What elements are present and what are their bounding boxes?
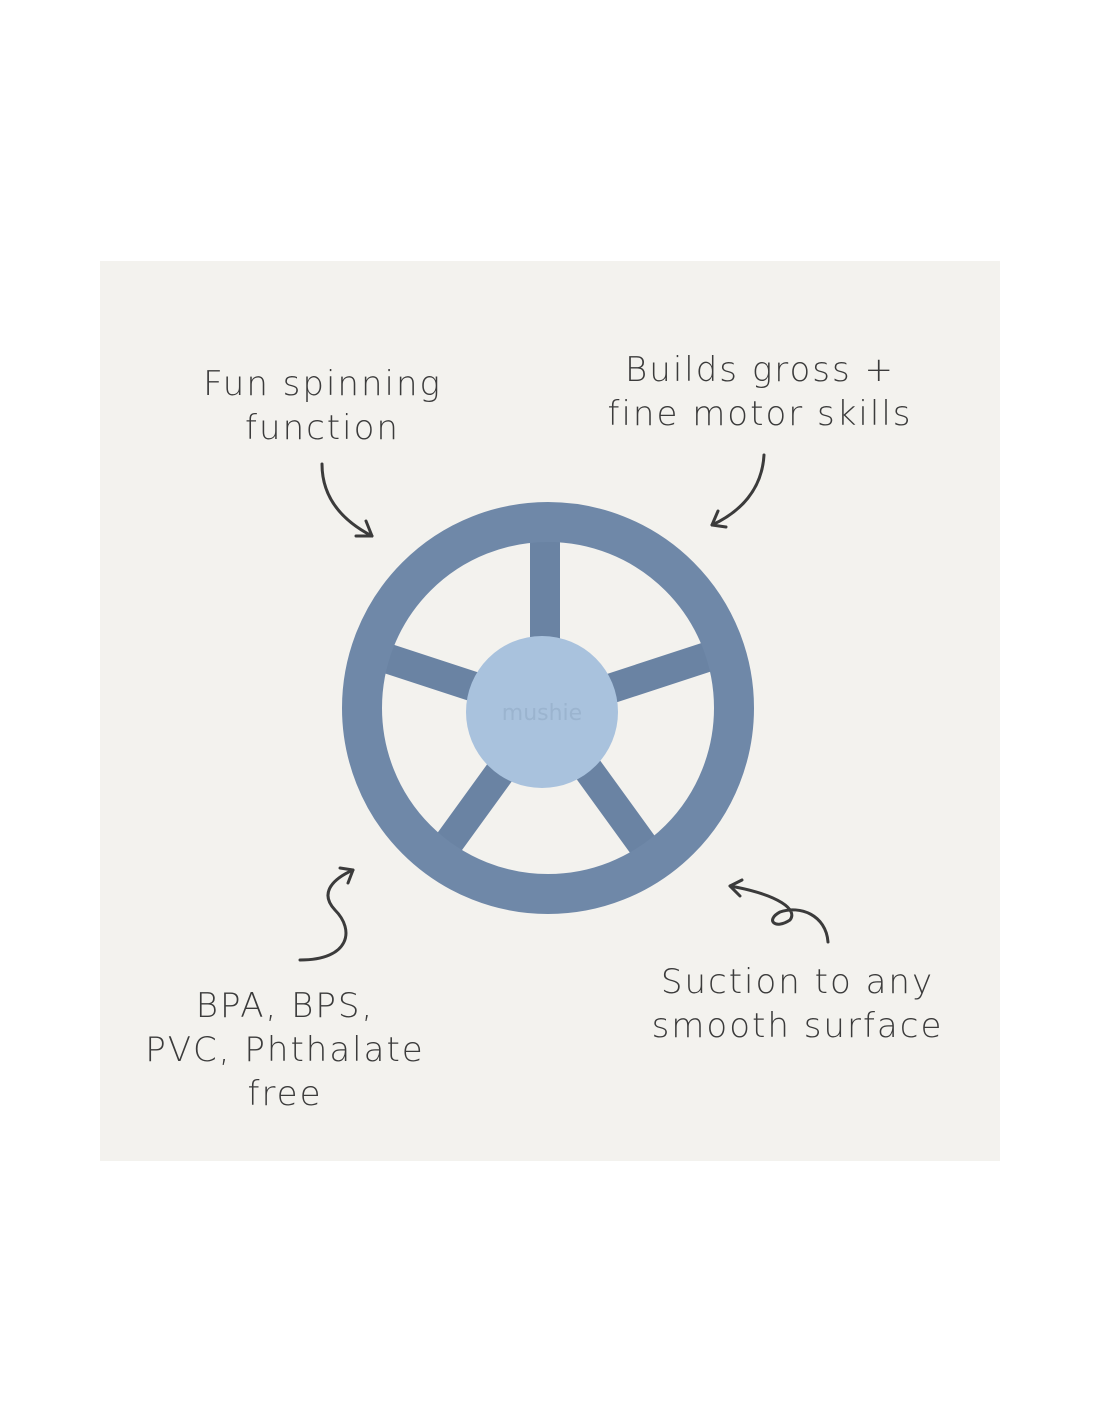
arrow-icon: [298, 866, 355, 962]
feature-text: Fun spinning: [203, 364, 442, 404]
feature-text: function: [245, 408, 400, 448]
feature-text: free: [247, 1074, 323, 1114]
brand-emboss: mushie: [502, 701, 582, 726]
arrow-icon: [320, 462, 374, 538]
feature-text: smooth surface: [651, 1006, 944, 1046]
feature-text: PVC, Phthalate: [145, 1030, 425, 1070]
feature-text: fine motor skills: [607, 394, 913, 434]
feature-text: Builds gross +: [625, 350, 895, 390]
wheel-hub: [466, 636, 618, 788]
feature-bpa-free: BPA, BPS, PVC, Phthalate free: [140, 984, 430, 1116]
feature-text: BPA, BPS,: [195, 986, 375, 1026]
feature-motor-skills: Builds gross + fine motor skills: [595, 348, 925, 436]
wheel-ring: [342, 502, 754, 914]
feature-text: Suction to any: [660, 962, 935, 1002]
feature-spinning: Fun spinning function: [195, 362, 450, 450]
arrow-icon: [728, 878, 830, 944]
feature-suction: Suction to any smooth surface: [640, 960, 955, 1048]
arrow-icon: [710, 453, 766, 529]
steering-wheel: mushie: [342, 502, 754, 914]
